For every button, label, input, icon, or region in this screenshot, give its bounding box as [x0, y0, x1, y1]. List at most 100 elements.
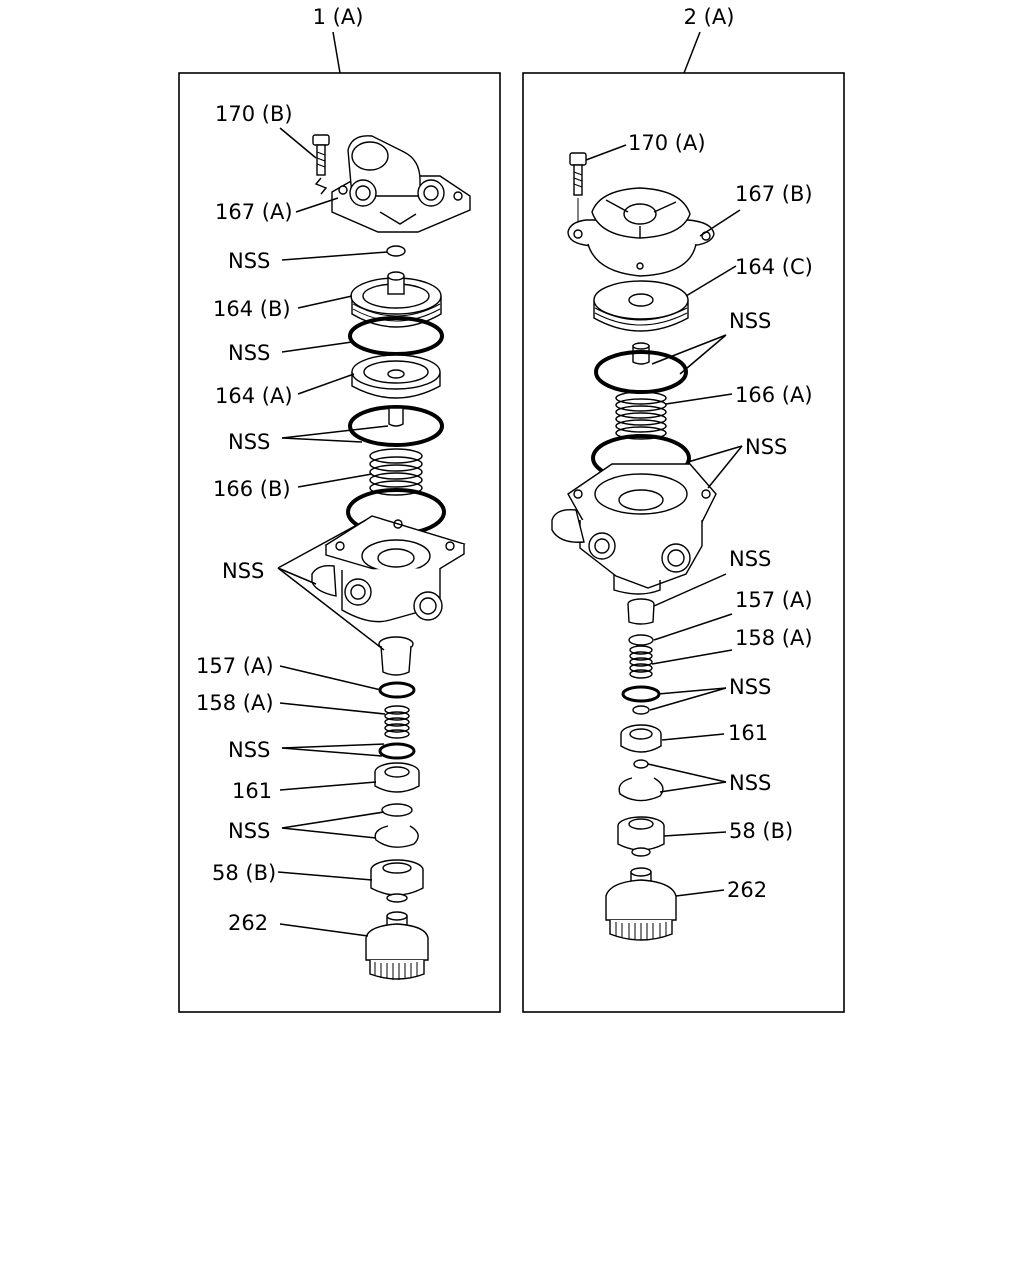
label-nss-ring-1: NSS	[228, 341, 270, 365]
snap-ring-part	[618, 777, 664, 802]
snap-ring-part	[374, 825, 419, 848]
cover-part	[567, 187, 715, 277]
label-spring-main: 166 (A)	[735, 383, 813, 407]
leader-nss-ring-2a	[281, 425, 389, 439]
leader-nss-oring-small	[281, 251, 388, 261]
leader-bolt	[585, 144, 627, 161]
panel-2-title: 2 (A)	[684, 5, 735, 29]
label-nss-ring-2: NSS	[228, 430, 270, 454]
oring-1-part	[348, 316, 444, 356]
silencer-part	[605, 867, 677, 941]
small-ring-b-part	[632, 705, 650, 715]
piston-a-part	[351, 354, 441, 399]
leader-spring-valve	[651, 649, 733, 665]
label-bolt: 170 (B)	[215, 102, 293, 126]
valve-seat-part	[378, 636, 414, 676]
stem-part	[388, 407, 404, 427]
leader-spring-valve	[279, 702, 386, 715]
leader-bolt	[279, 127, 317, 159]
label-piston-lower: 164 (A)	[215, 384, 293, 408]
stem-top-part	[632, 342, 650, 350]
leader-nss-small-a	[281, 743, 385, 749]
plug-part	[617, 816, 665, 857]
leader-nss-small-a	[657, 687, 727, 695]
piston-c-part	[593, 280, 689, 332]
panel-1-title-leader	[332, 31, 341, 74]
label-piston-upper: 164 (B)	[213, 297, 291, 321]
leader-nss-small-b	[649, 687, 727, 711]
label-nss-small-rings: NSS	[729, 675, 771, 699]
leader-nss-snap-b	[659, 781, 727, 793]
leader-piston-upper	[297, 295, 353, 309]
valve-part	[374, 762, 420, 793]
valve-part	[620, 724, 662, 753]
leader-spring-main	[297, 473, 373, 488]
piston-b-part	[350, 271, 442, 328]
oring-2-part	[348, 405, 444, 447]
label-silencer: 262	[228, 911, 268, 935]
label-nss-body: NSS	[745, 435, 787, 459]
label-spring-main: 166 (B)	[213, 477, 291, 501]
leader-valve	[279, 781, 377, 791]
leader-nss-ring-2b	[281, 437, 363, 443]
leader-plug	[663, 831, 727, 837]
label-nss-seat: NSS	[729, 547, 771, 571]
leader-nss-body-b	[277, 567, 317, 585]
leader-nss-small-b	[281, 747, 383, 757]
label-cover: 167 (B)	[735, 182, 813, 206]
leader-nss-body-b	[707, 445, 743, 489]
valve-body-part	[311, 515, 466, 623]
leader-valve	[661, 733, 725, 741]
leader-cover	[699, 209, 741, 237]
label-valve-seat: 157 (A)	[196, 654, 274, 678]
spring-main-part	[615, 391, 667, 440]
label-cover: 167 (A)	[215, 200, 293, 224]
leader-spring-main	[665, 393, 733, 405]
valve-body-part	[551, 463, 717, 595]
panel-2-frame	[522, 72, 845, 1013]
label-silencer: 262	[727, 878, 767, 902]
leader-nss-snap-a	[647, 763, 727, 783]
plug-part	[370, 859, 424, 903]
label-nss-oring-small: NSS	[228, 249, 270, 273]
label-plug: 58 (B)	[729, 819, 793, 843]
leader-nss-snap-a	[281, 811, 385, 829]
leader-cover	[295, 197, 339, 213]
spring-valve-part	[384, 705, 410, 739]
panel-1: 1 (A)	[178, 5, 501, 1013]
small-oring-part	[386, 245, 406, 257]
leader-nss-snap-b	[281, 827, 377, 839]
leader-piston-lower	[297, 373, 355, 395]
leader-nss-body-a	[277, 519, 367, 569]
label-spring-valve: 158 (A)	[735, 626, 813, 650]
panel-2: 2 (A)	[522, 5, 845, 1013]
valve-seat-part	[627, 598, 655, 625]
small-ring-b-part	[381, 803, 413, 817]
label-valve: 161	[728, 721, 768, 745]
leader-silencer	[675, 889, 725, 897]
leader-valve-seat	[279, 665, 382, 691]
leader-valve-seat	[653, 613, 733, 641]
small-ring-c-part	[633, 759, 649, 769]
bolt-part	[569, 152, 587, 226]
label-valve-seat: 157 (A)	[735, 588, 813, 612]
label-nss-body: NSS	[222, 559, 264, 583]
panel-1-frame	[178, 72, 501, 1013]
label-nss-snap: NSS	[729, 771, 771, 795]
leader-nss-seat	[653, 573, 727, 607]
leader-nss-ring-1b	[679, 334, 727, 375]
leader-nss-body-c	[277, 567, 385, 651]
leader-nss-body-a	[687, 445, 743, 463]
panel-1-title: 1 (A)	[313, 5, 364, 29]
leader-silencer	[279, 923, 369, 937]
label-nss-snap: NSS	[228, 819, 270, 843]
bolt-part	[312, 134, 330, 195]
small-ring-a-part	[621, 685, 661, 703]
silencer-part	[365, 911, 429, 980]
label-nss-ring-1: NSS	[729, 309, 771, 333]
leader-piston	[685, 265, 737, 297]
panel-2-title-leader	[683, 31, 701, 74]
cover-part	[331, 135, 471, 233]
label-nss-small-rings: NSS	[228, 738, 270, 762]
